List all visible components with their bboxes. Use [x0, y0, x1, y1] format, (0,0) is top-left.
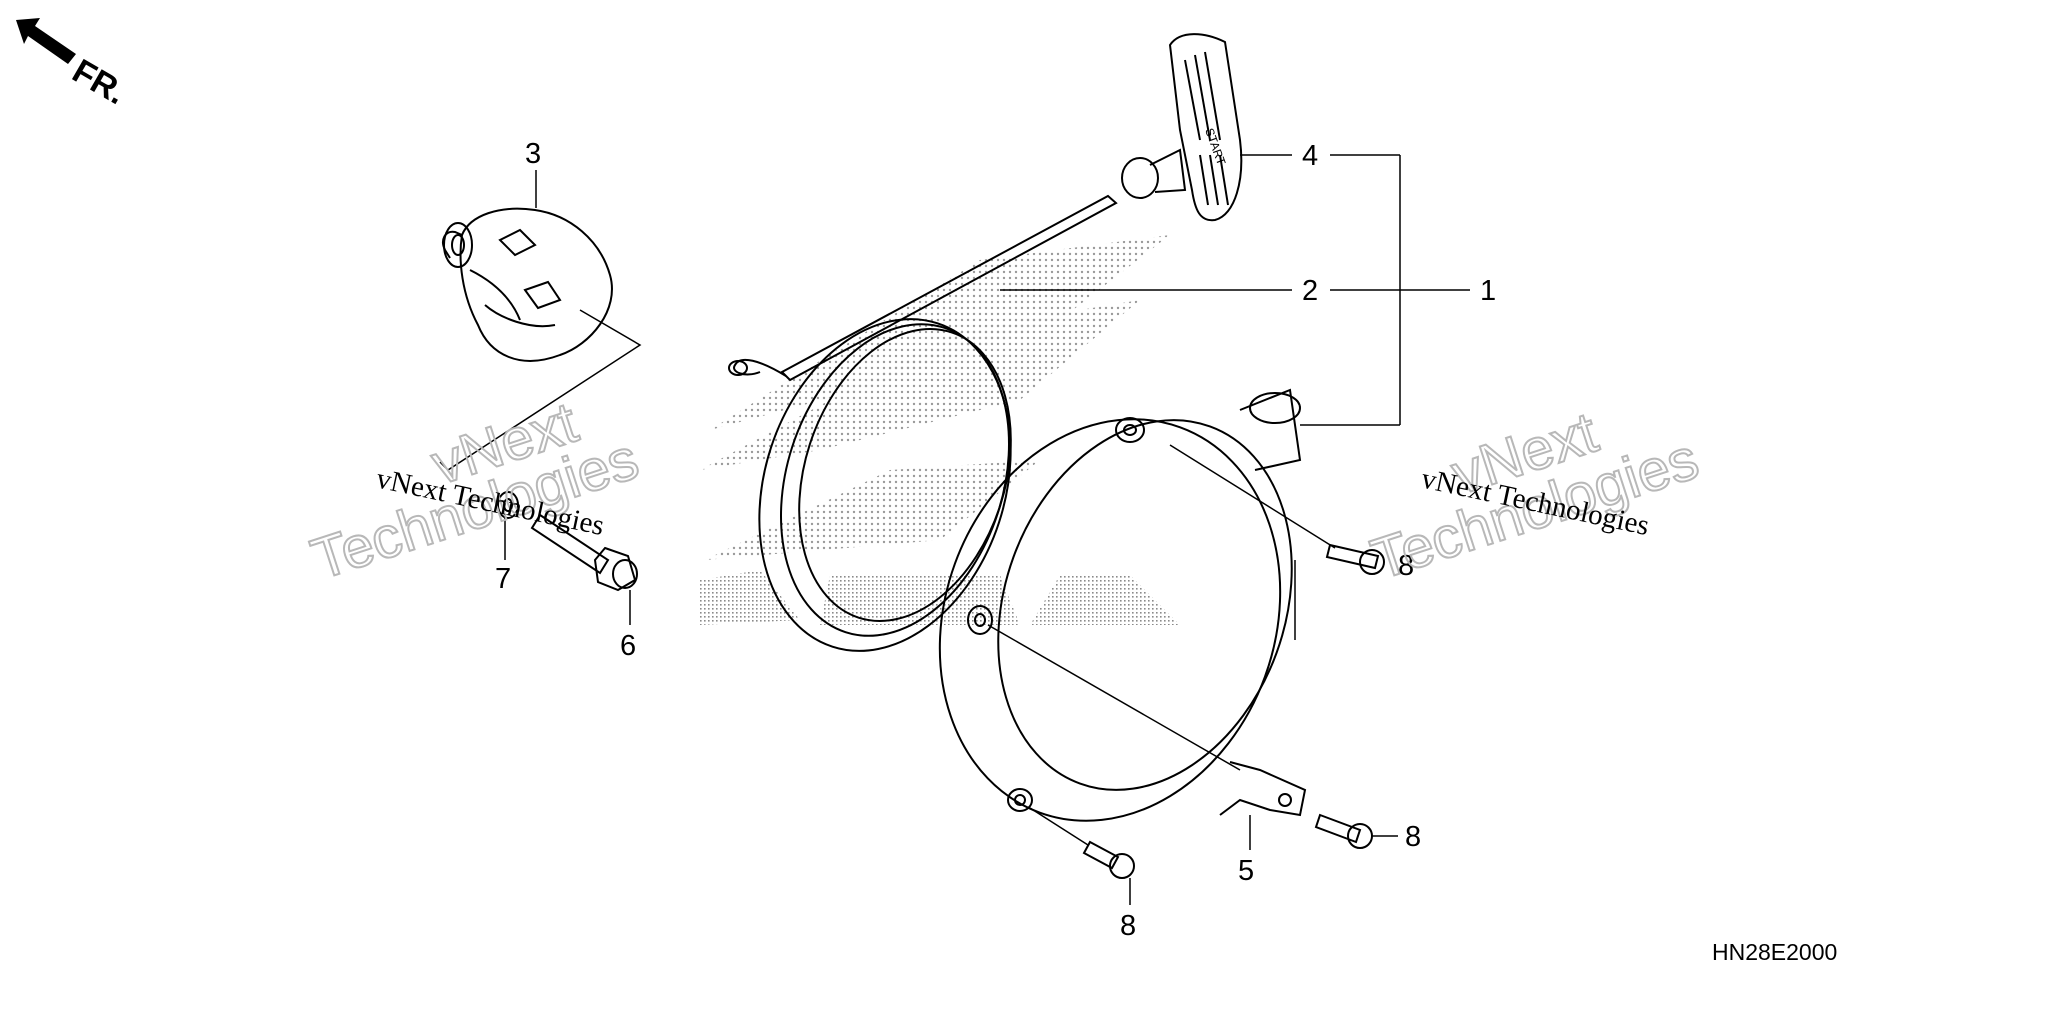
flange-bolt-8-upper [1325, 543, 1385, 575]
callout-8-upper: 8 [1398, 550, 1414, 582]
callout-5: 5 [1238, 855, 1254, 887]
starter-rope-part [728, 194, 1118, 382]
callout-8-right: 8 [1405, 821, 1421, 853]
clamp-stay-part [1219, 761, 1307, 817]
callout-1: 1 [1480, 275, 1496, 307]
starter-pulley-part [442, 207, 613, 362]
callout-labels: 1 2 3 4 5 6 7 8 8 8 [495, 138, 1496, 942]
watermark-right: vNext Technologies vNext Technologies [1363, 399, 1707, 594]
callout-2: 2 [1302, 275, 1318, 307]
background-logo [700, 235, 1180, 625]
svg-text:FR.: FR. [66, 52, 132, 112]
recoil-starter-housing-part [938, 388, 1302, 822]
diagram-code: HN28E2000 [1712, 939, 1837, 965]
starter-reel-ring [758, 318, 1012, 652]
callout-8-lower: 8 [1120, 910, 1136, 942]
callout-7: 7 [495, 563, 511, 595]
callout-3: 3 [525, 138, 541, 170]
callout-4: 4 [1302, 140, 1318, 172]
callout-6: 6 [620, 630, 636, 662]
flange-bolt-part [530, 513, 638, 592]
starter-grip-part: START [1121, 33, 1243, 222]
grip-text: START [1202, 126, 1228, 167]
leader-lines [1000, 154, 1470, 640]
flange-bolt-8-right [1314, 813, 1373, 849]
washer-part [497, 491, 519, 519]
flange-bolt-8-lower [1082, 840, 1135, 879]
front-arrow-icon: FR. [16, 18, 132, 112]
